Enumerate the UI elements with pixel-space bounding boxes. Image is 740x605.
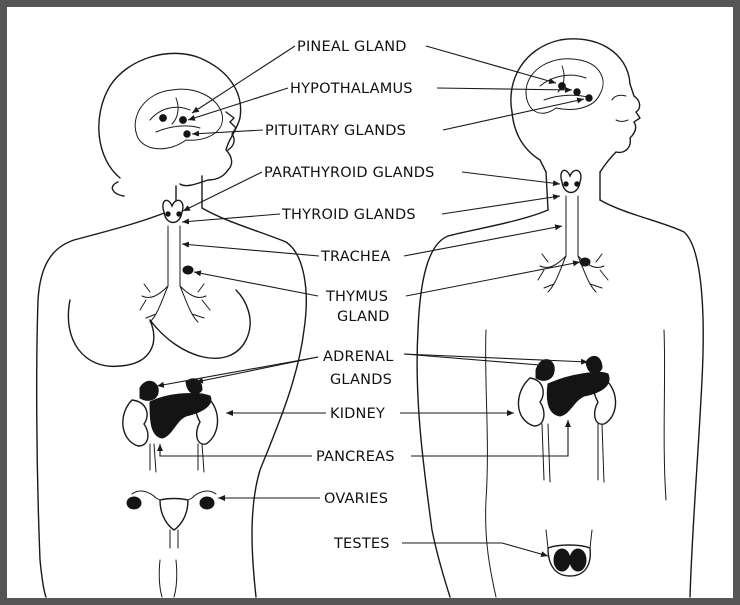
male-back-head [512,112,546,172]
female-cervix [170,530,178,548]
male-pineal [559,83,566,90]
male-testis-right [570,549,586,571]
label-pineal-gland: PINEAL GLAND [297,39,407,55]
label-adrenal-glands: GLANDS [330,372,392,388]
label-thyroid-glands: THYROID GLANDS [281,207,416,223]
label-kidney: KIDNEY [330,406,385,422]
male-trachea [566,196,578,256]
female-ovary-left [127,497,141,509]
male-ureters [542,424,604,482]
female-brain-folds [150,98,200,132]
male-adrenal-right [586,356,602,373]
male-adrenal-left [536,360,554,381]
female-hypothalamus [180,117,187,124]
label-ovaries: OVARIES [324,491,388,507]
male-face-features [612,95,628,121]
female-bronchi [140,284,210,322]
female-thyroid [163,200,183,222]
female-ovary-right [200,497,214,509]
label-adrenal: ADRENAL [323,349,394,365]
female-uterus [160,499,188,531]
female-ureters [150,444,204,472]
male-parathyroid-right [575,182,579,186]
female-right-side [202,208,306,597]
label-parathyroid-glands: PARATHYROID GLANDS [264,165,435,181]
male-parathyroid-left [564,182,568,186]
label-hypothalamus: HYPOTHALAMUS [290,81,413,97]
male-bronchi [538,254,608,292]
female-pituitary [184,131,190,137]
female-brain [135,89,222,149]
male-thyroid [561,170,581,192]
female-parathyroid-right [177,212,181,216]
female-head-outline [99,53,241,185]
male-pituitary [586,95,592,101]
female-parathyroid-left [166,212,170,216]
male-brain-folds [540,66,592,100]
female-adrenal-left [140,381,158,400]
female-hair-bun [112,182,124,196]
female-breast-left [68,300,153,366]
label-pituitary-glands: PITUITARY GLANDS [265,123,406,139]
female-kidney-left [123,400,148,446]
female-trachea [168,226,180,286]
male-hypothalamus [574,89,580,95]
female-legs-gap [159,560,177,597]
label-pancreas: PANCREAS [316,449,395,465]
male-figure [417,39,703,597]
label-thymus: THYMUS [325,289,388,305]
female-thymus [183,266,193,274]
female-pineal [160,115,167,122]
female-breast-right [150,290,250,358]
endocrine-diagram: PINEAL GLAND HYPOTHALAMUS PITUITARY GLAN… [7,7,733,598]
label-testes: TESTES [333,536,390,552]
label-trachea: TRACHEA [320,249,391,265]
male-kidney-left [518,378,543,426]
male-testis-left [554,549,570,571]
label-thymus-gland: GLAND [337,309,390,325]
